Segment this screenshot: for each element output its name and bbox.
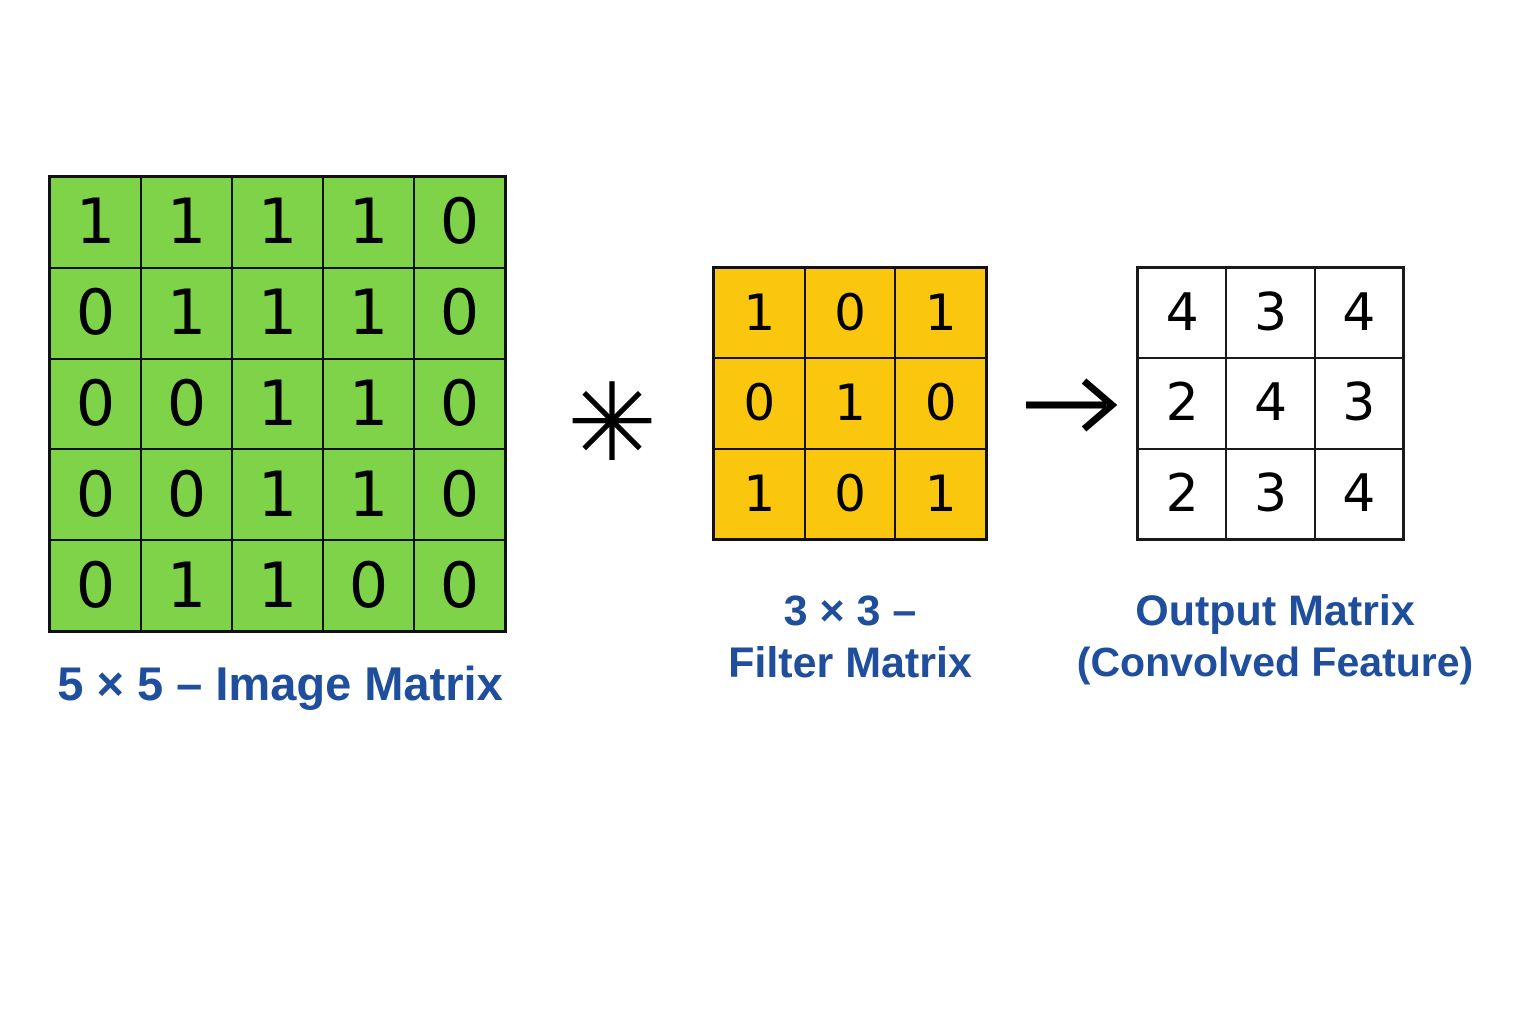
image-matrix-cell-r4-c3: 0 — [324, 541, 413, 630]
image-matrix-label-line1: 5 × 5 – Image Matrix — [57, 657, 503, 710]
filter-matrix-cell-r1-c2: 0 — [896, 359, 985, 448]
output-matrix-cell-r0-c0: 4 — [1139, 269, 1226, 358]
image-matrix-cell-r1-c1: 1 — [142, 268, 231, 358]
image-matrix-cell-r0-c3: 1 — [324, 178, 413, 267]
output-matrix-label-line2: (Convolved Feature) — [1076, 639, 1474, 686]
filter-matrix-label: 3 × 3 – Filter Matrix — [690, 585, 1010, 690]
filter-matrix-cell-r2-c2: 1 — [896, 449, 985, 538]
image-matrix-label: 5 × 5 – Image Matrix — [0, 655, 560, 712]
image-matrix-cell-r4-c4: 0 — [415, 541, 504, 630]
image-matrix-cell-r3-c0: 0 — [51, 450, 140, 540]
output-matrix-cell-r1-c1: 4 — [1227, 359, 1314, 448]
output-matrix-cell-r1-c2: 3 — [1315, 359, 1402, 448]
image-matrix-cell-r0-c0: 1 — [51, 178, 140, 267]
filter-matrix-label-line2: Filter Matrix — [728, 639, 972, 688]
image-matrix-cell-r2-c3: 1 — [324, 359, 413, 449]
filter-matrix-cell-r0-c2: 1 — [896, 269, 985, 358]
filter-matrix-cell-r0-c1: 0 — [805, 269, 895, 358]
filter-matrix-cell-r2-c0: 1 — [715, 449, 804, 538]
image-matrix-cell-r0-c2: 1 — [233, 178, 322, 267]
output-matrix-label-line1: Output Matrix — [1135, 587, 1415, 635]
filter-matrix-cell-r1-c0: 0 — [715, 359, 804, 448]
filter-matrix-cell-r2-c1: 0 — [805, 449, 895, 538]
filter-matrix-label-line1: 3 × 3 – — [783, 587, 917, 635]
image-matrix-cell-r0-c1: 1 — [142, 178, 231, 267]
image-matrix-cell-r2-c0: 0 — [51, 359, 140, 449]
right-arrow-icon — [1022, 372, 1122, 438]
image-matrix-cell-r1-c4: 0 — [415, 268, 504, 358]
asterisk-glyph: ✳ — [566, 360, 658, 486]
output-matrix-label: Output Matrix (Convolved Feature) — [1040, 585, 1510, 687]
image-matrix-cell-r1-c0: 0 — [51, 268, 140, 358]
output-matrix-cell-r1-c0: 2 — [1139, 359, 1226, 448]
image-matrix-cell-r3-c4: 0 — [415, 450, 504, 540]
image-matrix-cell-r0-c4: 0 — [415, 178, 504, 267]
image-matrix-cell-r3-c1: 0 — [142, 450, 231, 540]
filter-matrix-cell-r0-c0: 1 — [715, 269, 804, 358]
image-matrix-cell-r2-c4: 0 — [415, 359, 504, 449]
image-matrix-cell-r1-c2: 1 — [233, 268, 322, 358]
image-matrix-cell-r2-c1: 0 — [142, 359, 231, 449]
image-matrix-cell-r4-c0: 0 — [51, 541, 140, 630]
asterisk-icon: ✳ — [567, 345, 658, 477]
filter-matrix-cell-r1-c1: 1 — [805, 359, 895, 448]
output-matrix-cell-r0-c1: 3 — [1227, 269, 1314, 358]
output-matrix-cell-r2-c0: 2 — [1139, 449, 1226, 538]
output-matrix-cell-r2-c1: 3 — [1227, 449, 1314, 538]
image-matrix-cell-r1-c3: 1 — [324, 268, 413, 358]
image-matrix-cell-r4-c2: 1 — [233, 541, 322, 630]
output-matrix-cell-r0-c2: 4 — [1315, 269, 1402, 358]
image-matrix-cell-r3-c3: 1 — [324, 450, 413, 540]
output-matrix-cell-r2-c2: 4 — [1315, 449, 1402, 538]
image-matrix-cell-r4-c1: 1 — [142, 541, 231, 630]
image-matrix-cell-r2-c2: 1 — [233, 359, 322, 449]
image-matrix-cell-r3-c2: 1 — [233, 450, 322, 540]
